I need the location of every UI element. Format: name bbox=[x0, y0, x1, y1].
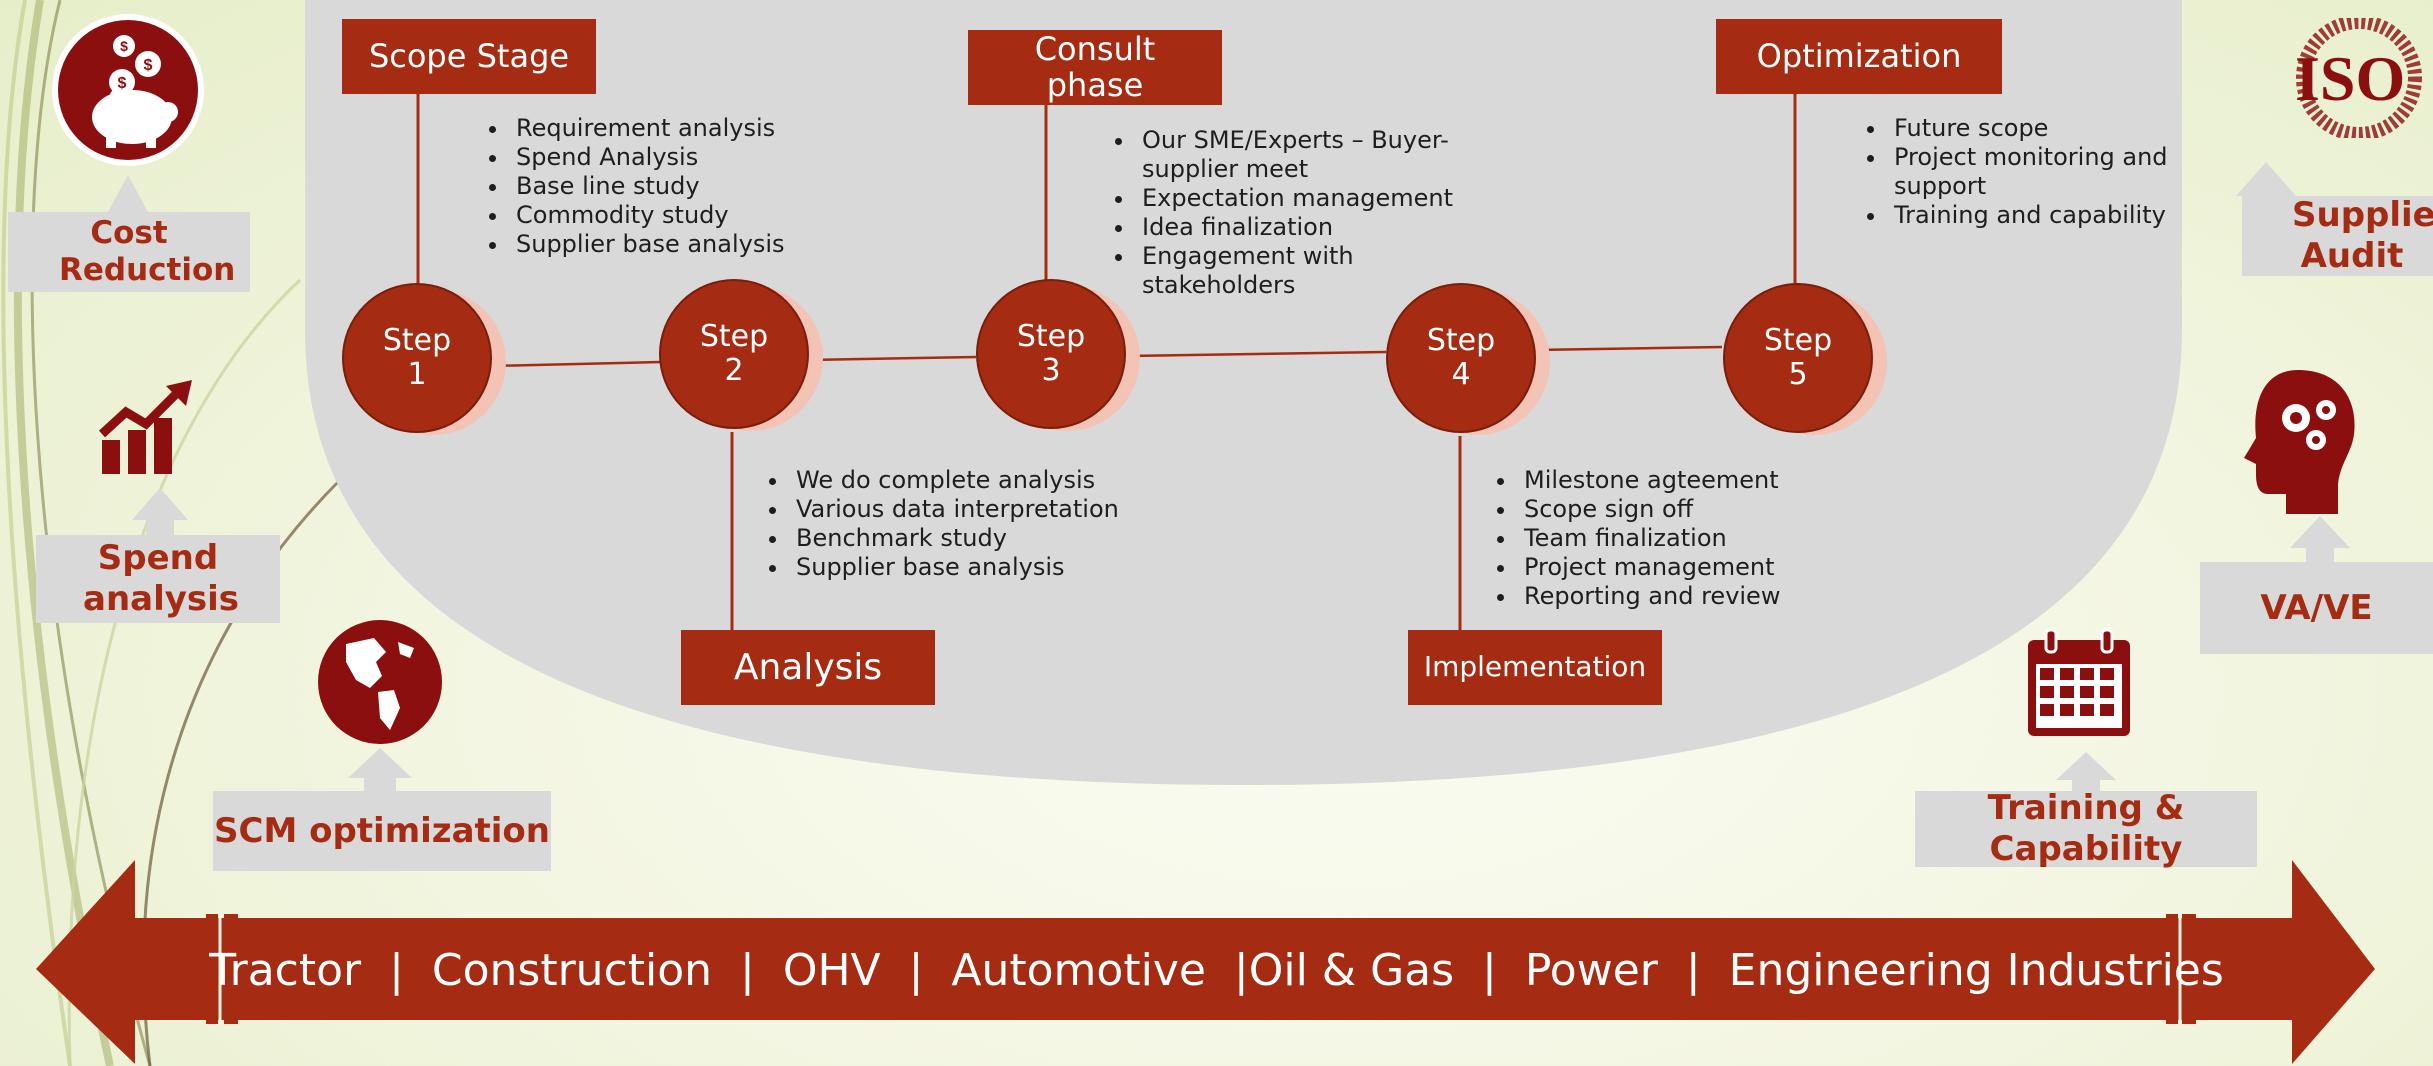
head-gears-icon bbox=[2244, 370, 2355, 514]
list-item: Commodity study bbox=[510, 201, 890, 230]
supplier-audit-text: Supplier Audit bbox=[2292, 195, 2433, 276]
banner-stripe bbox=[206, 914, 218, 1024]
decorative-curve bbox=[30, 0, 152, 1066]
connector-line bbox=[1123, 350, 1387, 358]
list-item: Team finalization bbox=[1518, 524, 1878, 553]
globe-icon bbox=[318, 620, 442, 744]
list-item: Benchmark study bbox=[790, 524, 1170, 553]
step-number: 2 bbox=[724, 353, 744, 388]
iso-icon: ISO bbox=[2295, 18, 2422, 138]
connector-line bbox=[807, 355, 977, 362]
industry-banner-arrow bbox=[36, 860, 2375, 1064]
stage-implementation: Implementation bbox=[1408, 630, 1662, 705]
step-number: 1 bbox=[407, 357, 427, 392]
stage-scope-label: Scope Stage bbox=[368, 36, 570, 75]
connector-line bbox=[1533, 345, 1723, 352]
list-item: Supplier base analysis bbox=[790, 553, 1170, 582]
step-word: Step bbox=[699, 318, 769, 354]
optimization-bullet-list: Future scope Project monitoring and supp… bbox=[1850, 114, 2218, 230]
up-arrow-shape bbox=[2236, 162, 2296, 205]
up-arrow-shape bbox=[132, 488, 188, 535]
list-item: Supplier base analysis bbox=[510, 230, 890, 259]
stage-optimization-label: Optimization bbox=[1756, 36, 1962, 75]
spend-analysis-text: Spend analysis bbox=[83, 538, 240, 619]
list-item: Base line study bbox=[510, 172, 890, 201]
calendar-icon bbox=[2028, 628, 2130, 736]
step-number: 4 bbox=[1451, 357, 1471, 392]
step-number: 5 bbox=[1788, 357, 1808, 392]
stage-consult-label: Consult phase bbox=[1034, 30, 1156, 104]
list-item: Spend Analysis bbox=[510, 143, 890, 172]
va-ve-text: VA/VE bbox=[2260, 587, 2373, 628]
list-item: Project management bbox=[1518, 553, 1878, 582]
list-item: Engagement with stakeholders bbox=[1136, 242, 1476, 300]
list-item: Project monitoring and support bbox=[1888, 143, 2218, 201]
stage-implementation-label: Implementation bbox=[1423, 650, 1647, 684]
svg-text:$: $ bbox=[144, 57, 153, 74]
list-item: Expectation management bbox=[1136, 184, 1476, 213]
list-item: Our SME/Experts – Buyer-supplier meet bbox=[1136, 126, 1476, 184]
banner-stripe bbox=[224, 914, 238, 1024]
scope-bullet-list: Requirement analysis Spend Analysis Base… bbox=[472, 114, 890, 259]
implementation-bullet-list: Milestone agteement Scope sign off Team … bbox=[1480, 466, 1878, 611]
decorative-curve bbox=[13, 0, 114, 1066]
svg-text:$: $ bbox=[118, 75, 127, 92]
up-arrow-shape bbox=[348, 748, 412, 792]
list-item: Future scope bbox=[1888, 114, 2218, 143]
list-item: We do complete analysis bbox=[790, 466, 1170, 495]
list-item: Various data interpretation bbox=[790, 495, 1170, 524]
training-capability-text: Training & Capability bbox=[1987, 788, 2185, 869]
list-item: Requirement analysis bbox=[510, 114, 890, 143]
analysis-bullet-list: We do complete analysis Various data int… bbox=[752, 466, 1170, 582]
growth-chart-icon bbox=[98, 380, 192, 474]
process-panel bbox=[305, 0, 2182, 785]
step-word: Step bbox=[1426, 322, 1496, 358]
stage-analysis-label: Analysis bbox=[733, 646, 883, 688]
decorative-curve bbox=[1, 0, 72, 1066]
step-word: Step bbox=[1016, 318, 1086, 354]
supplier-audit-label: Supplier Audit bbox=[2242, 195, 2433, 276]
connector-line bbox=[489, 360, 661, 368]
training-capability-label: Training & Capability bbox=[1915, 788, 2257, 869]
up-arrow-shape bbox=[2056, 752, 2116, 792]
step-word: Step bbox=[382, 322, 452, 358]
consult-bullet-list: Our SME/Experts – Buyer-supplier meet Ex… bbox=[1098, 126, 1476, 300]
stage-analysis: Analysis bbox=[681, 630, 935, 705]
list-item: Idea finalization bbox=[1136, 213, 1476, 242]
stage-optimization: Optimization bbox=[1716, 19, 2002, 94]
list-item: Training and capability bbox=[1888, 201, 2218, 230]
up-arrow-shape bbox=[2290, 516, 2350, 562]
banner-stripe bbox=[2182, 914, 2196, 1024]
stage-scope: Scope Stage bbox=[342, 19, 596, 94]
stage-consult: Consult phase bbox=[968, 30, 1222, 105]
banner-stripe bbox=[2166, 914, 2178, 1024]
scm-optimization-text: SCM optimization bbox=[214, 810, 550, 851]
piggy-bank-icon: $ $ $ bbox=[52, 14, 204, 166]
step-number: 3 bbox=[1041, 353, 1061, 388]
iso-icon-text: ISO bbox=[2295, 43, 2405, 114]
spend-analysis-label: Spend analysis bbox=[36, 535, 280, 623]
scm-optimization-label: SCM optimization bbox=[213, 791, 551, 871]
step-word: Step bbox=[1763, 322, 1833, 358]
list-item: Reporting and review bbox=[1518, 582, 1878, 611]
cost-reduction-text: Cost Reduction bbox=[59, 214, 236, 288]
list-item: Scope sign off bbox=[1518, 495, 1878, 524]
va-ve-label: VA/VE bbox=[2200, 562, 2433, 654]
cost-reduction-label: Cost Reduction bbox=[8, 212, 250, 292]
svg-text:$: $ bbox=[120, 38, 128, 54]
list-item: Milestone agteement bbox=[1518, 466, 1878, 495]
industry-banner-text: Tractor | Construction | OHV | Automotiv… bbox=[209, 944, 2224, 996]
